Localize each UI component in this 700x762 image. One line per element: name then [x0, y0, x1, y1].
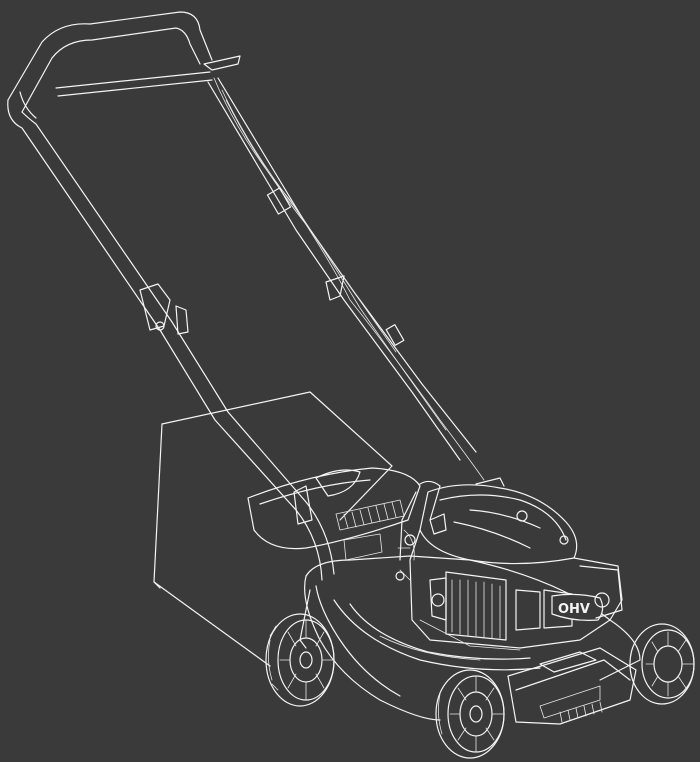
rear-left-wheel: [265, 613, 335, 707]
front-right-wheel: [629, 623, 695, 705]
mower-deck: [299, 555, 641, 725]
engine: OHV: [395, 477, 623, 651]
mower-handle: [7, 11, 485, 581]
grass-catcher-bag: [153, 391, 421, 667]
ohv-engine-label: OHV: [558, 602, 590, 617]
front-left-wheel: [435, 669, 505, 759]
